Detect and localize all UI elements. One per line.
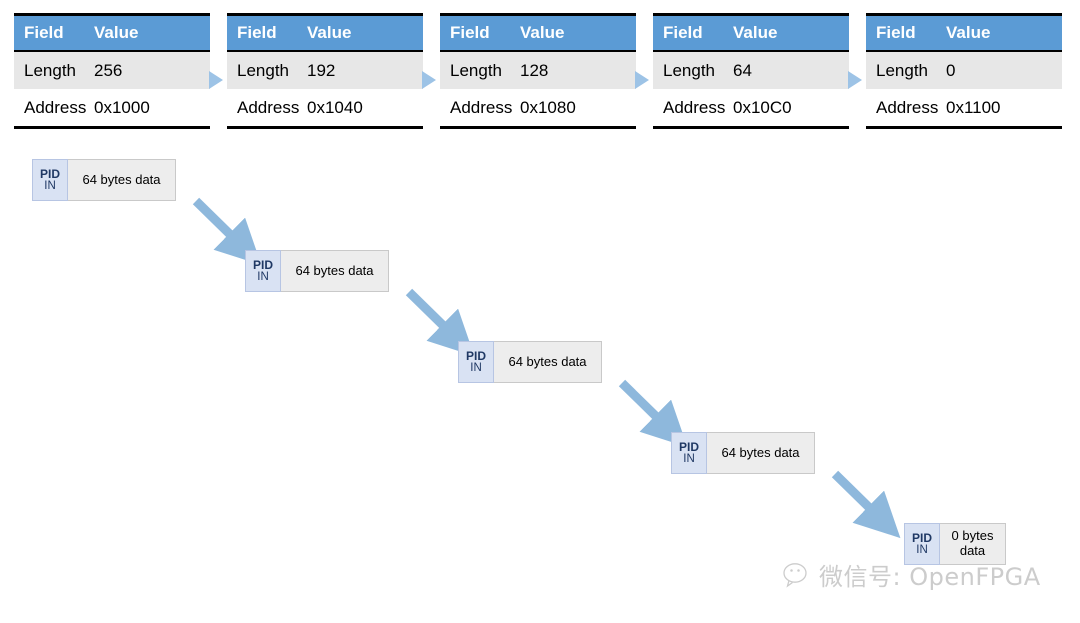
- table-row-length: Length 256: [14, 52, 210, 89]
- pid-token-label: IN: [44, 180, 56, 193]
- packet-payload-label: 0 bytes data: [940, 523, 1006, 565]
- column-header-field: Field: [24, 23, 64, 42]
- cell-length-value: 192: [307, 60, 336, 80]
- row-label-length: Length: [24, 60, 76, 80]
- packet-payload-label: 64 bytes data: [707, 432, 815, 474]
- column-header-value: Value: [520, 23, 565, 42]
- cell-address-value: 0x1040: [307, 97, 363, 117]
- packet-payload-label: 64 bytes data: [281, 250, 389, 292]
- row-label-length: Length: [237, 60, 289, 80]
- table-row-address: Address 0x1100: [866, 89, 1062, 126]
- cell-address-value: 0x1100: [946, 97, 1001, 117]
- pid-cell: PID IN: [32, 159, 68, 201]
- pid-label: PID: [465, 348, 486, 363]
- packet-block-4: PID IN 64 bytes data: [671, 432, 815, 474]
- cell-length-value: 0: [946, 60, 956, 80]
- column-header-field: Field: [876, 23, 916, 42]
- row-label-length: Length: [450, 60, 502, 80]
- table-connector-arrow-3: [635, 71, 649, 89]
- table-header-row: Field Value: [653, 16, 849, 52]
- column-header-value: Value: [733, 23, 778, 42]
- packet-block-1: PID IN 64 bytes data: [32, 159, 176, 201]
- packet-block-2: PID IN 64 bytes data: [245, 250, 389, 292]
- table-row-length: Length 0: [866, 52, 1062, 89]
- pid-token-label: IN: [683, 453, 695, 466]
- cell-address-value: 0x1000: [94, 97, 150, 117]
- cell-address-value: 0x1080: [520, 97, 576, 117]
- pid-token-label: IN: [257, 271, 269, 284]
- descriptor-table-2: Field Value Length 192 Address 0x1040: [227, 13, 423, 129]
- table-header-row: Field Value: [14, 16, 210, 52]
- pid-label: PID: [911, 530, 932, 545]
- descriptor-table-5: Field Value Length 0 Address 0x1100: [866, 13, 1062, 129]
- table-row-length: Length 128: [440, 52, 636, 89]
- pid-token-label: IN: [916, 544, 928, 557]
- cell-length-value: 256: [94, 60, 123, 80]
- pid-token-label: IN: [470, 362, 482, 375]
- table-header-row: Field Value: [227, 16, 423, 52]
- row-label-address: Address: [24, 97, 87, 117]
- row-label-length: Length: [663, 60, 715, 80]
- column-header-field: Field: [450, 23, 490, 42]
- column-header-value: Value: [307, 23, 352, 42]
- descriptor-table-4: Field Value Length 64 Address 0x10C0: [653, 13, 849, 129]
- pid-cell: PID IN: [904, 523, 940, 565]
- pid-cell: PID IN: [458, 341, 494, 383]
- column-header-field: Field: [663, 23, 703, 42]
- table-connector-arrow-2: [422, 71, 436, 89]
- flow-arrow-4: [831, 470, 901, 539]
- flow-arrow-2: [405, 288, 475, 357]
- table-header-row: Field Value: [866, 16, 1062, 52]
- flow-arrow-1: [192, 197, 262, 266]
- pid-label: PID: [252, 257, 273, 272]
- cell-length-value: 64: [733, 60, 752, 80]
- table-row-length: Length 64: [653, 52, 849, 89]
- row-label-address: Address: [237, 97, 300, 117]
- cell-address-value: 0x10C0: [733, 97, 792, 117]
- row-label-address: Address: [876, 97, 939, 117]
- descriptor-table-3: Field Value Length 128 Address 0x1080: [440, 13, 636, 129]
- table-row-address: Address 0x1000: [14, 89, 210, 126]
- packet-payload-label: 64 bytes data: [494, 341, 602, 383]
- column-header-value: Value: [94, 23, 139, 42]
- row-label-address: Address: [663, 97, 726, 117]
- pid-label: PID: [39, 166, 60, 181]
- packet-block-5: PID IN 0 bytes data: [904, 523, 1006, 565]
- column-header-value: Value: [946, 23, 991, 42]
- row-label-length: Length: [876, 60, 928, 80]
- pid-cell: PID IN: [671, 432, 707, 474]
- table-header-row: Field Value: [440, 16, 636, 52]
- pid-label: PID: [678, 439, 699, 454]
- table-row-address: Address 0x1040: [227, 89, 423, 126]
- cell-length-value: 128: [520, 60, 549, 80]
- column-header-field: Field: [237, 23, 277, 42]
- table-row-address: Address 0x1080: [440, 89, 636, 126]
- table-connector-arrow-4: [848, 71, 862, 89]
- table-row-length: Length 192: [227, 52, 423, 89]
- table-connector-arrow-1: [209, 71, 223, 89]
- packet-block-3: PID IN 64 bytes data: [458, 341, 602, 383]
- pid-cell: PID IN: [245, 250, 281, 292]
- flow-arrow-3: [618, 379, 688, 448]
- table-row-address: Address 0x10C0: [653, 89, 849, 126]
- packet-payload-label: 64 bytes data: [68, 159, 176, 201]
- descriptor-table-1: Field Value Length 256 Address 0x1000: [14, 13, 210, 129]
- row-label-address: Address: [450, 97, 513, 117]
